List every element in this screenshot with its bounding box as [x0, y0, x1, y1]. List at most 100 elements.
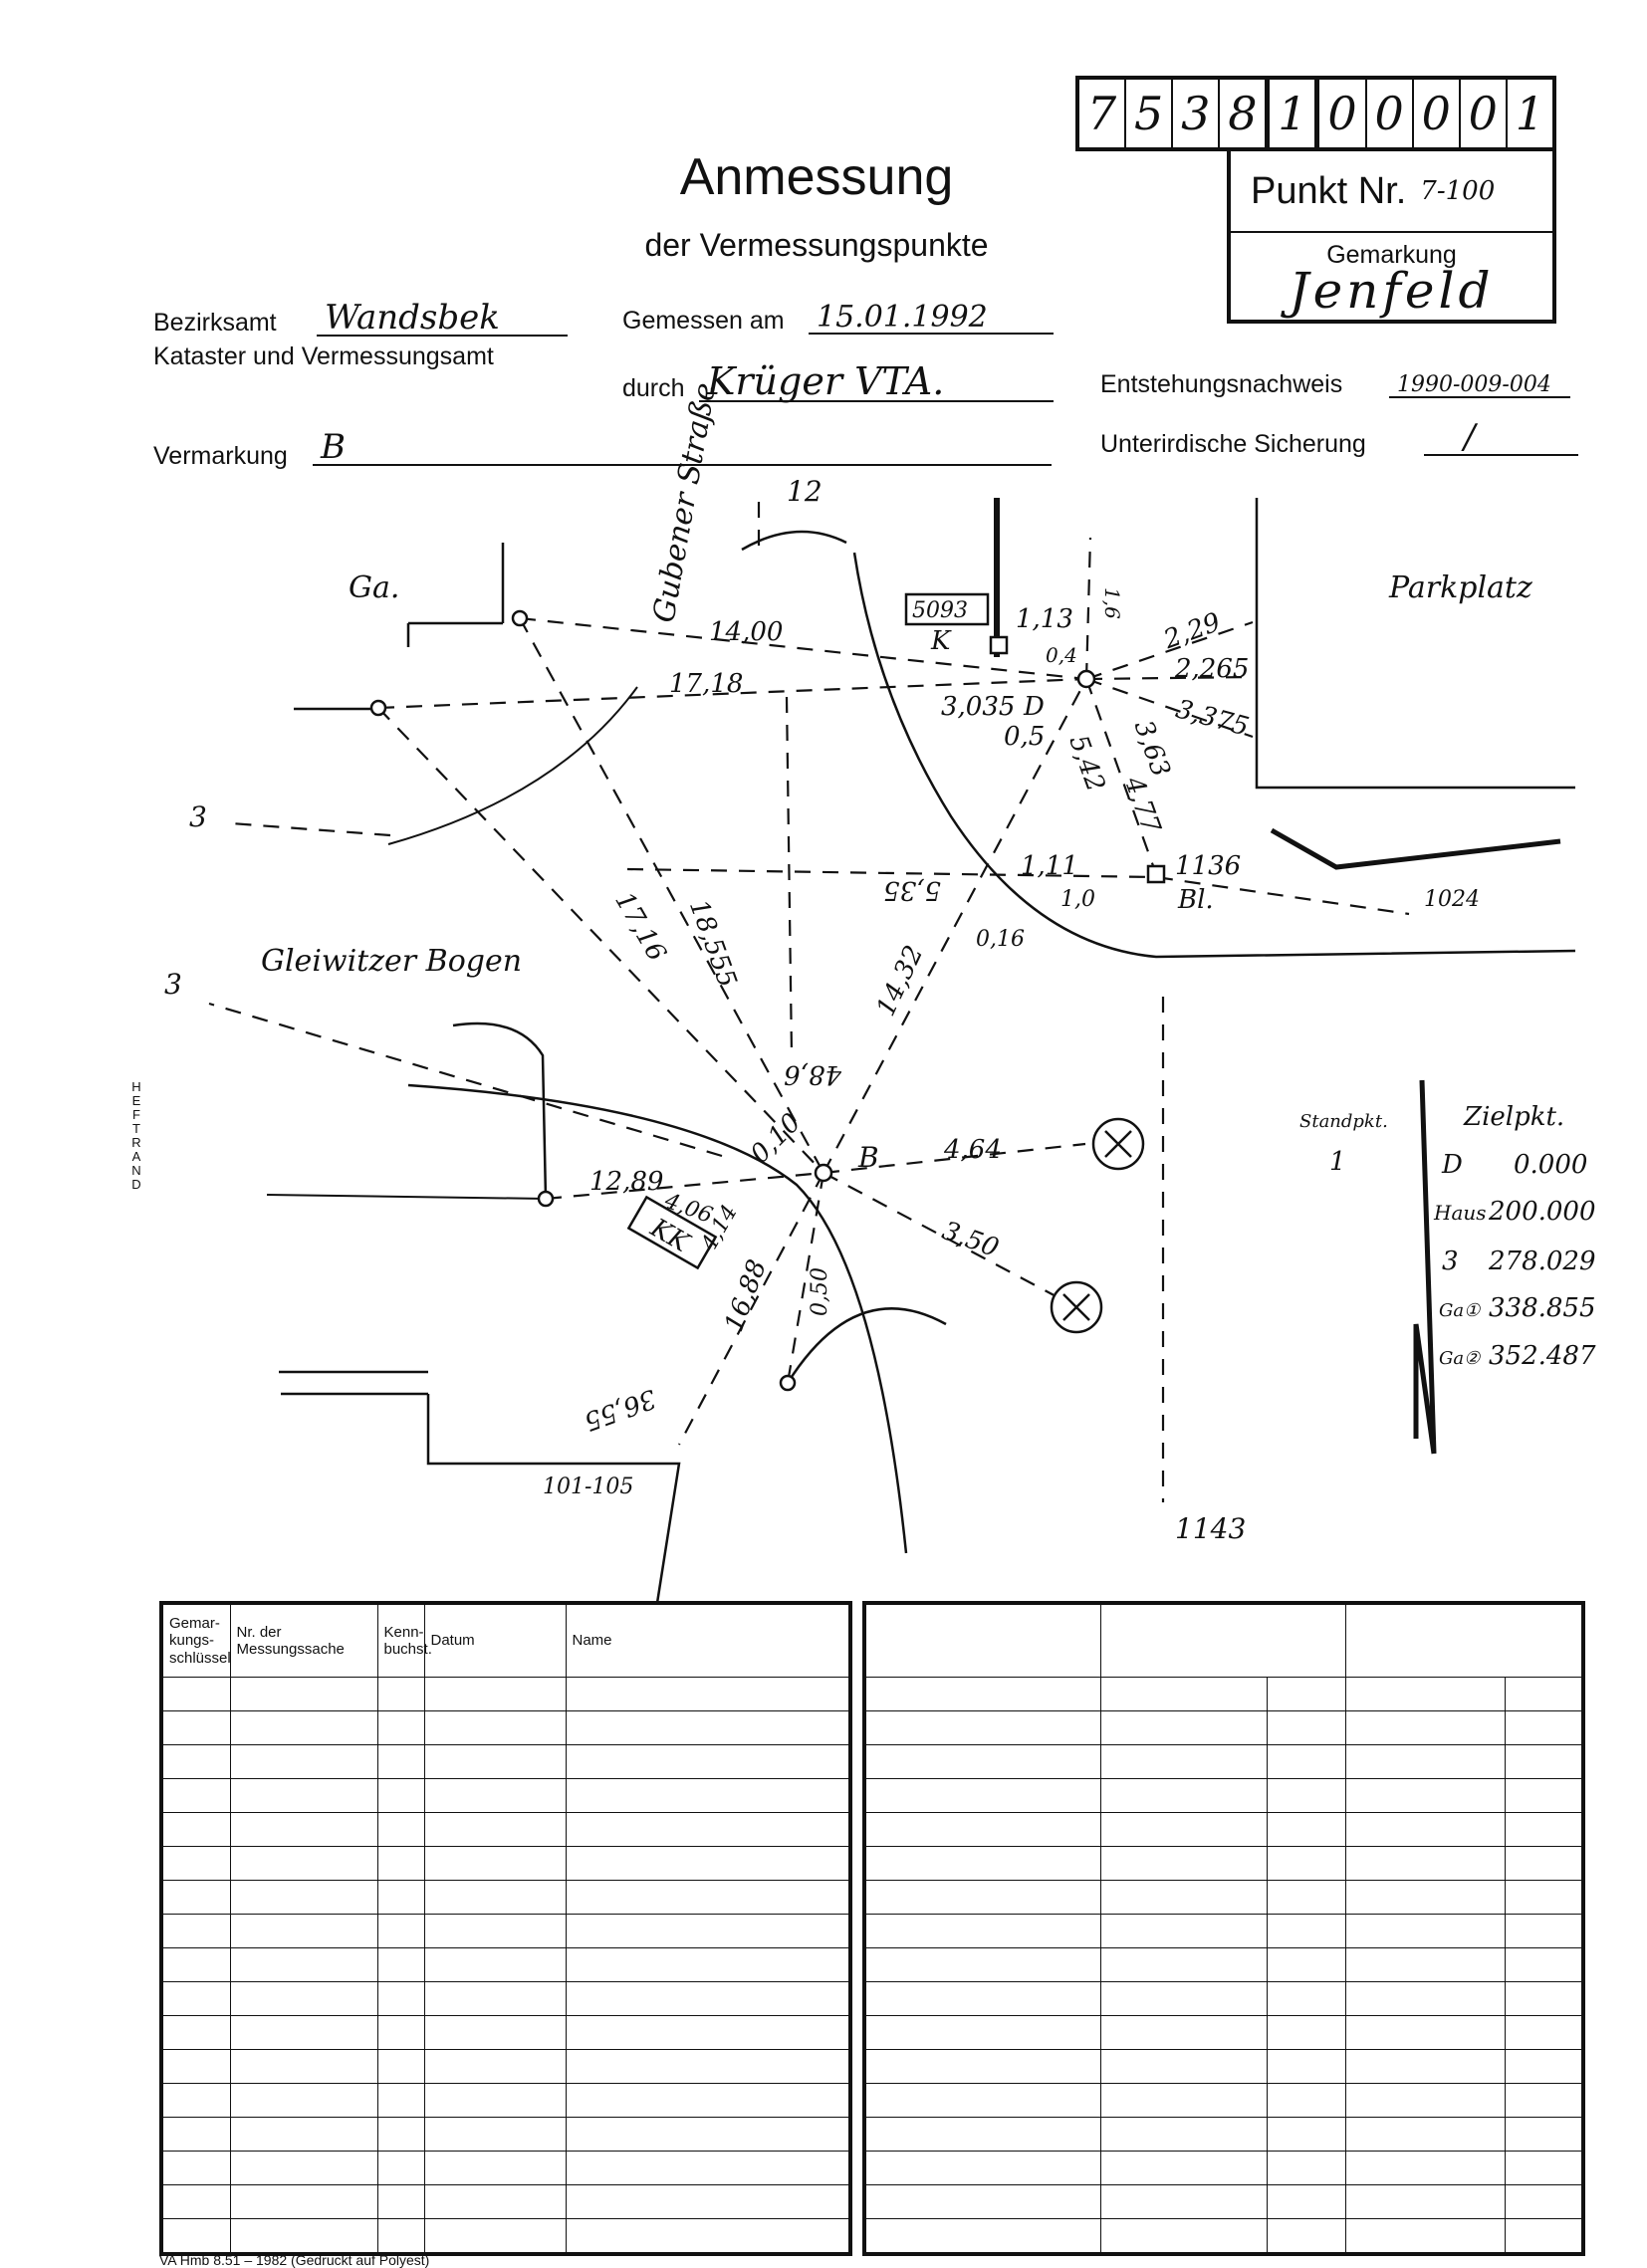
table-cell[interactable] [423, 1846, 567, 1881]
table-cell[interactable] [863, 1710, 1101, 1745]
table-cell[interactable] [160, 2151, 231, 2185]
table-cell[interactable] [565, 2049, 851, 2084]
table-cell[interactable] [229, 2049, 378, 2084]
table-cell[interactable] [1344, 1846, 1506, 1881]
table-cell[interactable] [1504, 1778, 1584, 1813]
table-cell[interactable] [229, 1846, 378, 1881]
table-cell[interactable] [1099, 1846, 1268, 1881]
table-cell[interactable] [1266, 2218, 1346, 2255]
table-cell[interactable] [1266, 1812, 1346, 1847]
table-cell[interactable] [1266, 2015, 1346, 2050]
table-cell[interactable] [1099, 2117, 1268, 2152]
table-cell[interactable] [863, 1812, 1101, 1847]
table-cell[interactable] [423, 1914, 567, 1948]
table-cell[interactable] [1266, 1846, 1346, 1881]
table-cell[interactable] [1504, 1677, 1584, 1711]
table-cell[interactable] [423, 2151, 567, 2185]
table-cell[interactable] [565, 1744, 851, 1779]
table-cell[interactable] [1344, 2117, 1506, 2152]
table-cell[interactable] [863, 2049, 1101, 2084]
table-cell[interactable] [1504, 1744, 1584, 1779]
table-cell[interactable] [229, 1880, 378, 1915]
table-cell[interactable] [565, 2151, 851, 2185]
table-cell[interactable] [863, 1744, 1101, 1779]
table-cell[interactable] [376, 2015, 425, 2050]
table-cell[interactable] [423, 1710, 567, 1745]
table-cell[interactable] [1344, 1947, 1506, 1982]
table-cell[interactable] [1504, 1981, 1584, 2016]
table-cell[interactable] [565, 2015, 851, 2050]
table-cell[interactable] [1266, 1947, 1346, 1982]
table-cell[interactable] [376, 1744, 425, 1779]
table-cell[interactable] [1344, 2015, 1506, 2050]
table-cell[interactable] [1344, 2049, 1506, 2084]
table-cell[interactable] [1266, 2049, 1346, 2084]
table-cell[interactable] [1099, 2083, 1268, 2118]
table-cell[interactable] [863, 1914, 1101, 1948]
table-cell[interactable] [863, 1880, 1101, 1915]
table-cell[interactable] [423, 1677, 567, 1711]
table-cell[interactable] [1099, 2049, 1268, 2084]
table-cell[interactable] [1504, 1710, 1584, 1745]
table-cell[interactable] [1344, 2184, 1506, 2219]
table-cell[interactable] [1099, 1812, 1268, 1847]
table-cell[interactable] [229, 2015, 378, 2050]
table-cell[interactable] [229, 1947, 378, 1982]
table-cell[interactable] [376, 1981, 425, 2016]
table-cell[interactable] [376, 1914, 425, 1948]
table-cell[interactable] [423, 1981, 567, 2016]
table-cell[interactable] [1504, 1914, 1584, 1948]
table-cell[interactable] [229, 2151, 378, 2185]
table-cell[interactable] [565, 1778, 851, 1813]
table-cell[interactable] [1266, 1778, 1346, 1813]
table-cell[interactable] [423, 1947, 567, 1982]
table-cell[interactable] [160, 1914, 231, 1948]
table-cell[interactable] [423, 1744, 567, 1779]
table-cell[interactable] [1266, 1744, 1346, 1779]
table-cell[interactable] [229, 1778, 378, 1813]
table-cell[interactable] [863, 2117, 1101, 2152]
table-cell[interactable] [1344, 1812, 1506, 1847]
table-cell[interactable] [160, 2184, 231, 2219]
table-cell[interactable] [1504, 1880, 1584, 1915]
table-cell[interactable] [863, 1981, 1101, 2016]
table-cell[interactable] [229, 1677, 378, 1711]
table-cell[interactable] [565, 2184, 851, 2219]
table-cell[interactable] [1266, 1677, 1346, 1711]
table-cell[interactable] [565, 1710, 851, 1745]
table-cell[interactable] [1266, 1981, 1346, 2016]
table-cell[interactable] [160, 1778, 231, 1813]
table-cell[interactable] [376, 1812, 425, 1847]
table-cell[interactable] [1504, 2218, 1584, 2255]
table-cell[interactable] [1344, 1710, 1506, 1745]
table-cell[interactable] [1344, 2083, 1506, 2118]
table-cell[interactable] [1504, 1812, 1584, 1847]
table-cell[interactable] [160, 2218, 231, 2255]
table-cell[interactable] [565, 1812, 851, 1847]
table-cell[interactable] [863, 1677, 1101, 1711]
table-cell[interactable] [1504, 2083, 1584, 2118]
table-cell[interactable] [863, 2083, 1101, 2118]
table-cell[interactable] [1099, 1914, 1268, 1948]
table-cell[interactable] [1266, 2151, 1346, 2185]
table-cell[interactable] [863, 1947, 1101, 1982]
table-cell[interactable] [423, 2083, 567, 2118]
table-cell[interactable] [423, 2218, 567, 2255]
table-cell[interactable] [160, 1710, 231, 1745]
table-cell[interactable] [1099, 1677, 1268, 1711]
table-cell[interactable] [1266, 1880, 1346, 1915]
table-cell[interactable] [1099, 1778, 1268, 1813]
table-cell[interactable] [160, 1846, 231, 1881]
table-cell[interactable] [229, 2218, 378, 2255]
table-cell[interactable] [376, 1846, 425, 1881]
table-cell[interactable] [863, 1846, 1101, 1881]
table-cell[interactable] [565, 1880, 851, 1915]
table-cell[interactable] [160, 1880, 231, 1915]
table-cell[interactable] [1099, 2151, 1268, 2185]
table-cell[interactable] [160, 2049, 231, 2084]
table-cell[interactable] [1344, 2151, 1506, 2185]
table-cell[interactable] [376, 1880, 425, 1915]
table-cell[interactable] [863, 2015, 1101, 2050]
table-cell[interactable] [376, 2184, 425, 2219]
table-cell[interactable] [229, 1914, 378, 1948]
